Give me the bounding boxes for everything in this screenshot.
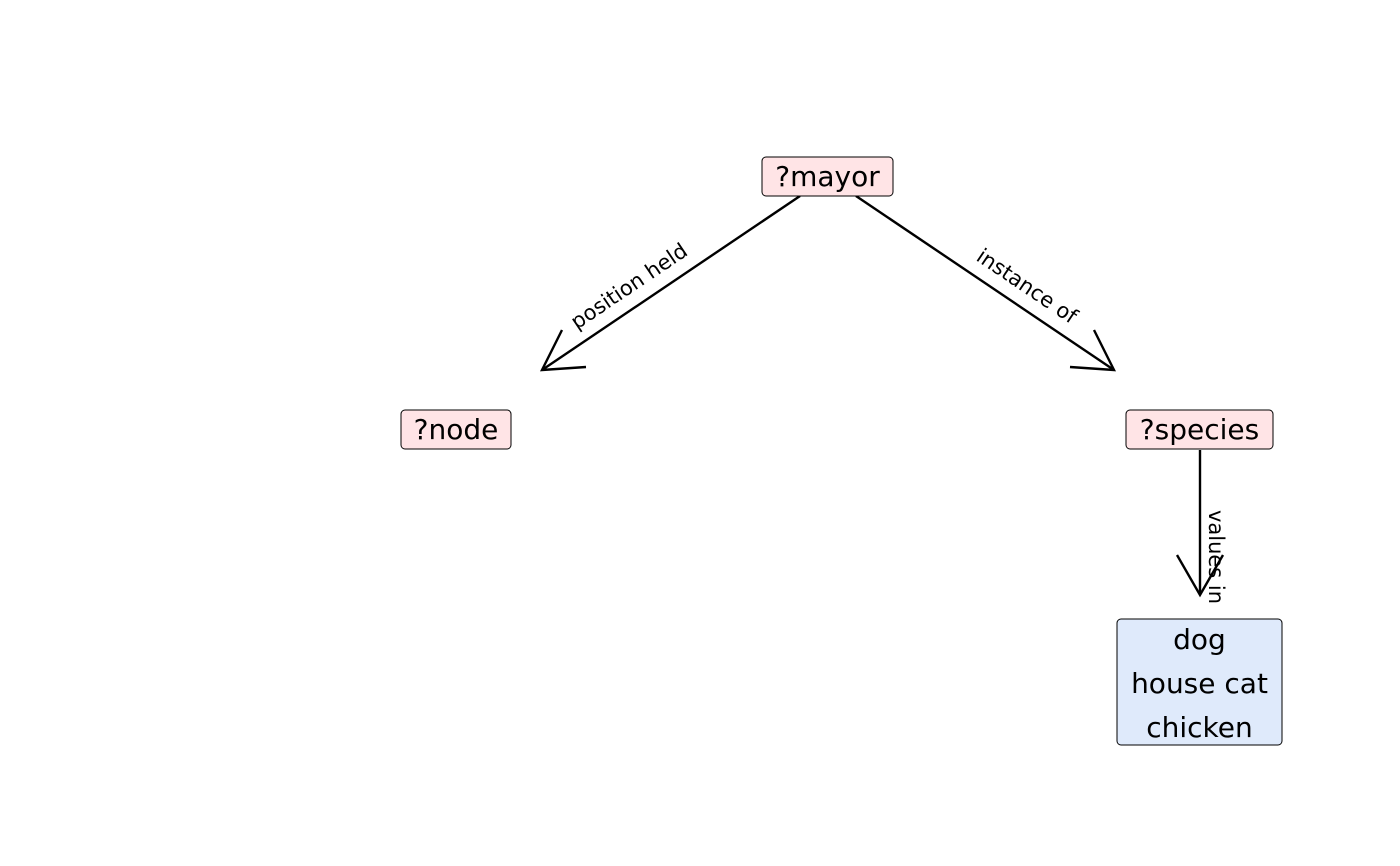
node-mayor-label: ?mayor [775,160,880,193]
node-node: ?node [400,409,512,450]
node-species: ?species [1125,409,1274,450]
edge-position-held-arrowhead [539,329,587,372]
node-species-label: ?species [1140,413,1259,446]
edge-instance-of-arrowhead [1069,329,1117,372]
node-mayor: ?mayor [761,156,894,197]
edge-values-in-arrowhead [1175,554,1225,598]
edge-position-held-line [541,195,801,371]
edge-position-held: position held [539,195,801,372]
edge-values-in: values in [1175,450,1228,604]
node-values: dog house cat chicken [1116,618,1283,746]
node-values-item-dog: dog [1173,623,1226,656]
edge-instance-of-line [855,195,1115,371]
edge-position-held-label: position held [566,238,692,334]
node-node-label: ?node [414,413,499,446]
edge-values-in-label: values in [1204,510,1228,604]
node-values-item-house-cat: house cat [1131,667,1268,700]
edge-instance-of: instance of [855,195,1117,372]
node-values-item-chicken: chicken [1146,711,1253,744]
